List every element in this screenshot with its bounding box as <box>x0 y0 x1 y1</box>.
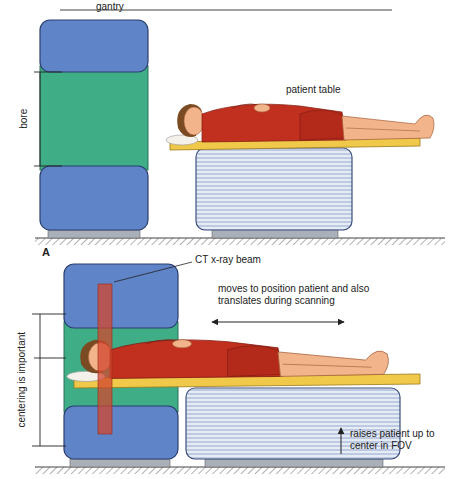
part-name: gantry <box>96 1 124 13</box>
dimension-label: bore <box>18 109 30 129</box>
part-name: patient table <box>286 84 341 96</box>
callout-label: CT x-ray beam <box>195 254 261 266</box>
panel-letter: A <box>42 246 50 259</box>
note-text: moves to position patient and also trans… <box>218 283 383 306</box>
note-text: raises patient up to center in FOV <box>350 428 455 451</box>
note-text: centering is important <box>16 332 28 428</box>
